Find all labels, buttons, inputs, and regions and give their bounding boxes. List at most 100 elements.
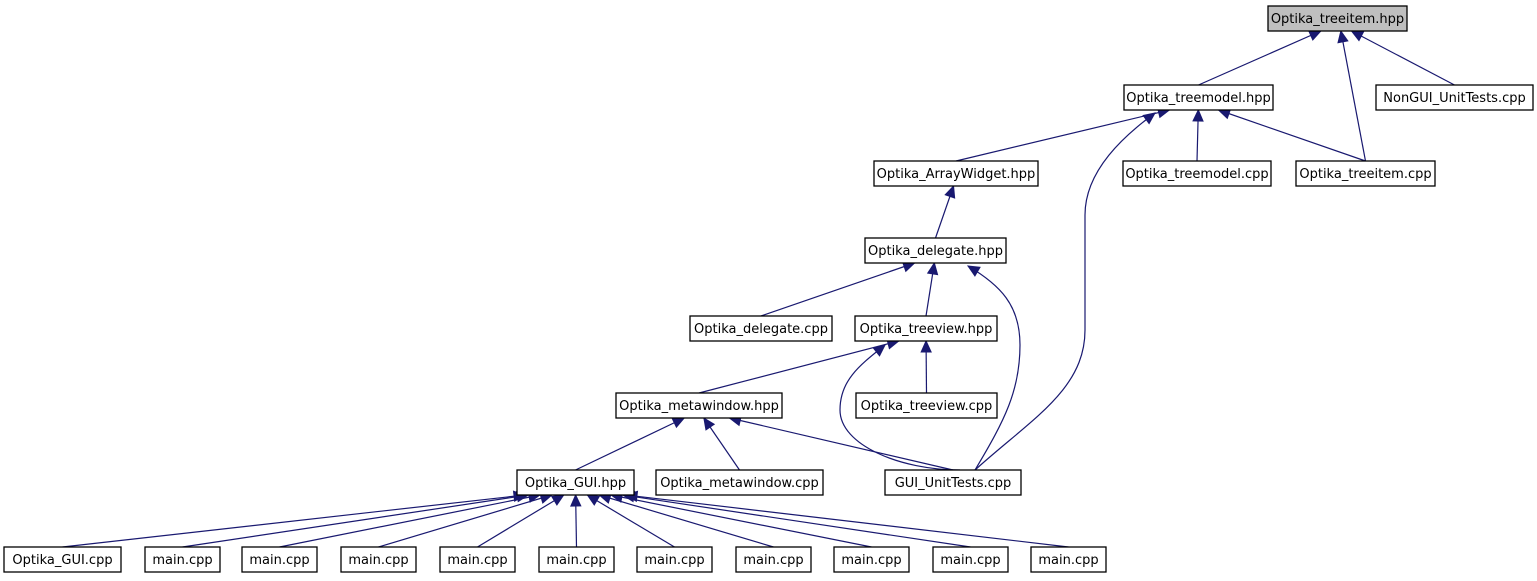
node-box xyxy=(615,392,783,419)
node-optika-metawindow-cpp[interactable]: Optika_metawindow.cpp xyxy=(655,469,824,496)
node-box xyxy=(1295,160,1436,187)
arrowhead-icon xyxy=(872,344,886,357)
edge-line xyxy=(610,494,872,548)
node-main-cpp-9[interactable]: main.cpp xyxy=(932,546,1009,573)
edge-line xyxy=(760,262,915,317)
edge-line xyxy=(62,494,526,548)
edge-line xyxy=(182,494,529,548)
node-label: GUI_UnitTests.cpp xyxy=(895,476,1012,491)
node-main-cpp-4[interactable]: main.cpp xyxy=(439,546,516,573)
node-main-cpp-6[interactable]: main.cpp xyxy=(636,546,713,573)
edge-line xyxy=(1351,30,1455,86)
arrowhead-icon xyxy=(1307,30,1322,41)
edge-line xyxy=(279,494,541,548)
arrowhead-icon xyxy=(944,184,956,199)
edge-n16-to-n11 xyxy=(279,491,542,548)
edge-n24-to-n11 xyxy=(624,490,1069,548)
node-box xyxy=(1122,160,1272,187)
edge-line xyxy=(587,494,675,548)
edge-n21-to-n11 xyxy=(598,492,774,548)
arrowhead-icon xyxy=(703,417,716,431)
node-main-cpp-10[interactable]: main.cpp xyxy=(1030,546,1107,573)
edge-n18-to-n11 xyxy=(477,494,565,548)
node-main-cpp-1[interactable]: main.cpp xyxy=(144,546,221,573)
edge-line xyxy=(698,340,899,394)
node-optika-arraywidget-hpp[interactable]: Optika_ArrayWidget.hpp xyxy=(873,160,1039,187)
node-box xyxy=(735,546,812,573)
edge-n13-to-n8 xyxy=(839,344,961,471)
node-optika-treeitem-cpp[interactable]: Optika_treeitem.cpp xyxy=(1295,160,1436,187)
node-optika-treemodel-hpp[interactable]: Optika_treemodel.hpp xyxy=(1123,84,1274,111)
edge-n19-to-n11 xyxy=(570,493,582,548)
node-box xyxy=(854,315,998,342)
edge-line xyxy=(839,344,961,471)
arrowhead-icon xyxy=(586,494,601,506)
node-nongui-unittests-cpp[interactable]: NonGUI_UnitTests.cpp xyxy=(1375,84,1534,111)
edge-line xyxy=(378,494,553,548)
edge-line xyxy=(1218,109,1366,162)
node-box xyxy=(3,546,122,573)
node-label: main.cpp xyxy=(940,553,1000,568)
node-label: Optika_delegate.cpp xyxy=(694,322,828,337)
edge-line xyxy=(599,494,774,548)
edge-n23-to-n11 xyxy=(621,490,971,548)
node-optika-treeview-hpp[interactable]: Optika_treeview.hpp xyxy=(854,315,998,342)
edge-n8-to-n6 xyxy=(925,261,939,317)
node-box xyxy=(689,315,833,342)
node-main-cpp-8[interactable]: main.cpp xyxy=(833,546,910,573)
node-label: Optika_treeitem.cpp xyxy=(1299,167,1431,182)
node-optika-treeview-cpp[interactable]: Optika_treeview.cpp xyxy=(855,392,998,419)
node-box xyxy=(144,546,221,573)
edge-n4-to-n1 xyxy=(1192,108,1204,162)
node-label: main.cpp xyxy=(249,553,309,568)
node-optika-treemodel-cpp[interactable]: Optika_treemodel.cpp xyxy=(1122,160,1272,187)
node-optika-delegate-cpp[interactable]: Optika_delegate.cpp xyxy=(689,315,833,342)
node-main-cpp-3[interactable]: main.cpp xyxy=(340,546,417,573)
node-gui-unittests-cpp[interactable]: GUI_UnitTests.cpp xyxy=(884,469,1022,496)
node-optika-delegate-hpp[interactable]: Optika_delegate.hpp xyxy=(864,237,1007,264)
edge-line xyxy=(575,417,685,471)
node-optika-metawindow-hpp[interactable]: Optika_metawindow.hpp xyxy=(615,392,783,419)
node-label: Optika_ArrayWidget.hpp xyxy=(877,167,1036,182)
arrowhead-icon xyxy=(550,494,565,506)
edge-line xyxy=(1198,30,1322,86)
arrowhead-icon xyxy=(1350,30,1365,42)
node-label: Optika_metawindow.cpp xyxy=(660,476,819,491)
node-box xyxy=(1267,5,1408,32)
node-box xyxy=(516,469,635,496)
edge-n1-to-n0 xyxy=(1198,30,1322,86)
node-main-cpp-2[interactable]: main.cpp xyxy=(241,546,318,573)
node-box xyxy=(655,469,824,496)
node-box xyxy=(1030,546,1107,573)
arrowhead-icon xyxy=(920,339,932,353)
node-main-cpp-7[interactable]: main.cpp xyxy=(735,546,812,573)
node-box xyxy=(439,546,516,573)
node-label: main.cpp xyxy=(841,553,901,568)
node-box xyxy=(340,546,417,573)
node-label: Optika_treeview.hpp xyxy=(860,322,993,337)
edge-n10-to-n8 xyxy=(920,339,932,394)
node-label: NonGUI_UnitTests.cpp xyxy=(1383,91,1525,106)
node-optika-treeitem-hpp[interactable]: Optika_treeitem.hpp xyxy=(1267,5,1408,32)
edge-n14-to-n11 xyxy=(62,490,527,548)
node-optika-gui-cpp[interactable]: Optika_GUI.cpp xyxy=(3,546,122,573)
edge-n7-to-n6 xyxy=(760,261,916,317)
arrowhead-icon xyxy=(966,265,981,277)
node-label: Optika_treeitem.hpp xyxy=(1271,12,1404,27)
edge-n13-to-n6 xyxy=(966,265,1021,471)
edge-n9-to-n8 xyxy=(698,338,900,394)
edge-n6-to-n3 xyxy=(934,184,956,239)
node-label: Optika_delegate.hpp xyxy=(868,244,1003,259)
node-label: Optika_treeview.cpp xyxy=(861,399,993,414)
edge-n2-to-n0 xyxy=(1350,30,1455,86)
edge-n3-to-n1 xyxy=(955,107,1171,162)
arrowhead-icon xyxy=(1192,108,1204,122)
node-box xyxy=(833,546,910,573)
node-optika-gui-hpp[interactable]: Optika_GUI.hpp xyxy=(516,469,635,496)
edge-line xyxy=(622,494,971,548)
node-main-cpp-5[interactable]: main.cpp xyxy=(538,546,615,573)
arrowhead-icon xyxy=(1337,29,1349,44)
node-label: Optika_GUI.cpp xyxy=(12,553,112,568)
